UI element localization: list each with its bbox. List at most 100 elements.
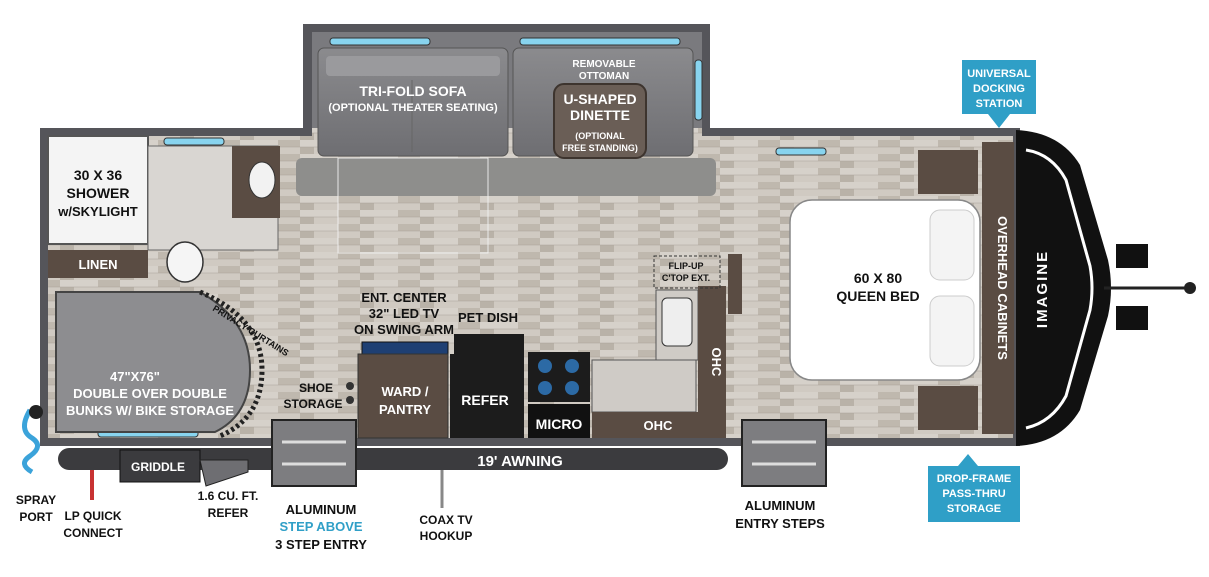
wardrobe-pantry (357, 353, 449, 439)
slide-carpet (296, 158, 716, 196)
dinette-table (553, 83, 647, 159)
partition (728, 254, 742, 314)
entry-steps-line2: ENTRY STEPS (735, 516, 825, 531)
ohc-bottom-label: OHC (644, 418, 674, 433)
flipup-line1: FLIP-UP (669, 261, 704, 271)
nightstand (918, 150, 978, 194)
ottoman-label-line2: OTTOMAN (579, 71, 629, 82)
step-label-line1: ALUMINUM (286, 502, 357, 517)
nightstand (918, 386, 978, 430)
lp-quick-line2: CONNECT (63, 526, 123, 540)
tv-icon (361, 341, 449, 355)
bunks-label-line3: BUNKS W/ BIKE STORAGE (66, 403, 234, 418)
window (775, 147, 827, 156)
burner-icon (538, 381, 552, 395)
propane-tank (1116, 244, 1148, 268)
shower-label-line3: w/SKYLIGHT (57, 204, 138, 219)
lp-quick-line1: LP QUICK (64, 509, 121, 523)
front-cap-shape (1016, 130, 1111, 446)
overhead-cabinets-label: OVERHEAD CABINETS (995, 216, 1010, 360)
burner-icon (565, 359, 579, 373)
exterior-labels: SPRAY PORT LP QUICK CONNECT 1.6 CU. FT. … (16, 489, 825, 552)
flipup-outline (653, 255, 721, 289)
bunks-label-line2: DOUBLE OVER DOUBLE (73, 386, 227, 401)
callout-box (962, 60, 1036, 128)
ent-center-line2: 32" LED TV (369, 306, 440, 321)
shower-label-line1: 30 x 36 (74, 167, 122, 183)
bunks-label-line1: 47"x76" (110, 369, 160, 384)
callout-docking: UNIVERSAL DOCKING STATION (962, 60, 1036, 128)
micro-label: MICRO (536, 416, 583, 432)
docking-line2: DOCKING (973, 83, 1025, 95)
small-refer-line2: REFER (208, 506, 249, 520)
shower-label-line2: SHOWER (67, 185, 130, 201)
pet-dish-icon (454, 334, 524, 356)
refer-label: REFER (461, 392, 508, 408)
small-refer-line1: 1.6 CU. FT. (198, 489, 259, 503)
griddle (119, 449, 201, 483)
linen-cabinet (48, 250, 148, 278)
galley: ENT. CENTER 32" LED TV ON SWING ARM PET … (283, 254, 742, 439)
dinette-note-line2: FREE STANDING) (562, 143, 638, 153)
ward-label-line1: WARD / (382, 384, 429, 399)
pillow-icon (929, 209, 975, 281)
ottoman-label-line1: REMOVABLE (572, 59, 635, 70)
hook-icon (346, 382, 354, 390)
awning-area: 19' AWNING GRIDDLE (22, 405, 827, 508)
step-label-line2: STEP ABOVE (279, 519, 362, 534)
callout-box (928, 454, 1020, 522)
sink-icon (248, 161, 276, 199)
kitchen-sink-icon (661, 297, 693, 347)
bunks: PRIVACY CURTAINS 47"x76" DOUBLE OVER DOU… (55, 289, 290, 439)
microwave (528, 404, 590, 438)
dinette-label-line1: U-SHAPED (563, 91, 636, 107)
dinette: REMOVABLE OTTOMAN U-SHAPED DINETTE (OPTI… (512, 47, 694, 159)
ohc-side-label: OHC (709, 348, 724, 378)
callout-dropframe: DROP-FRAME PASS-THRU STORAGE (928, 454, 1020, 522)
sofa-label-line1: TRI-FOLD SOFA (359, 83, 466, 99)
toilet-icon (166, 241, 204, 283)
countertop (591, 359, 697, 413)
dropframe-line3: STORAGE (947, 503, 1001, 515)
shoe-storage-line1: SHOE (299, 381, 333, 395)
propane-tank (1116, 306, 1148, 330)
docking-line1: UNIVERSAL (967, 68, 1031, 80)
ent-center-line3: ON SWING ARM (354, 322, 454, 337)
entry-steps-line1: ALUMINUM (745, 498, 816, 513)
burner-icon (538, 359, 552, 373)
sofa-label-line2: (OPTIONAL THEATER SEATING) (328, 102, 498, 114)
outside-refer (199, 459, 249, 487)
awning-label: 19' AWNING (477, 453, 563, 470)
hitch-coupler-icon (1184, 282, 1196, 294)
bedroom: 60 x 80 QUEEN BED OVERHEAD CABINETS (789, 142, 1014, 434)
ward-label-line2: PANTRY (379, 402, 431, 417)
linen-label: LINEN (79, 257, 118, 272)
overhead-cabinets (982, 142, 1014, 434)
dinette-note-line1: (OPTIONAL (575, 131, 625, 141)
window (519, 37, 681, 46)
spray-port-line1: SPRAY (16, 493, 56, 507)
spray-hose-icon (22, 408, 40, 475)
ohc-bottom (592, 412, 702, 438)
dropframe-line2: PASS-THRU (942, 488, 1005, 500)
ent-center-line1: ENT. CENTER (361, 290, 447, 305)
front-cap: IMAGINE (1016, 130, 1196, 446)
coax-line1: COAX TV (419, 513, 472, 527)
pillow-icon (929, 295, 975, 367)
pet-dish-label: PET DISH (458, 310, 518, 325)
step-above (271, 419, 357, 487)
dropframe-line1: DROP-FRAME (937, 473, 1012, 485)
bunk-mattress (55, 291, 252, 433)
bathroom: 30 x 36 SHOWER w/SKYLIGHT LINEN (47, 135, 280, 283)
shoe-storage-line2: STORAGE (283, 397, 342, 411)
spray-port-icon (29, 405, 43, 419)
burner-icon (565, 381, 579, 395)
brand-logo: IMAGINE (1034, 250, 1051, 328)
docking-line3: STATION (976, 98, 1023, 110)
window (694, 59, 703, 121)
theater-seat-outline (337, 157, 489, 254)
hook-icon (346, 396, 354, 404)
privacy-curtain (199, 289, 265, 439)
griddle-label: GRIDDLE (131, 460, 185, 474)
